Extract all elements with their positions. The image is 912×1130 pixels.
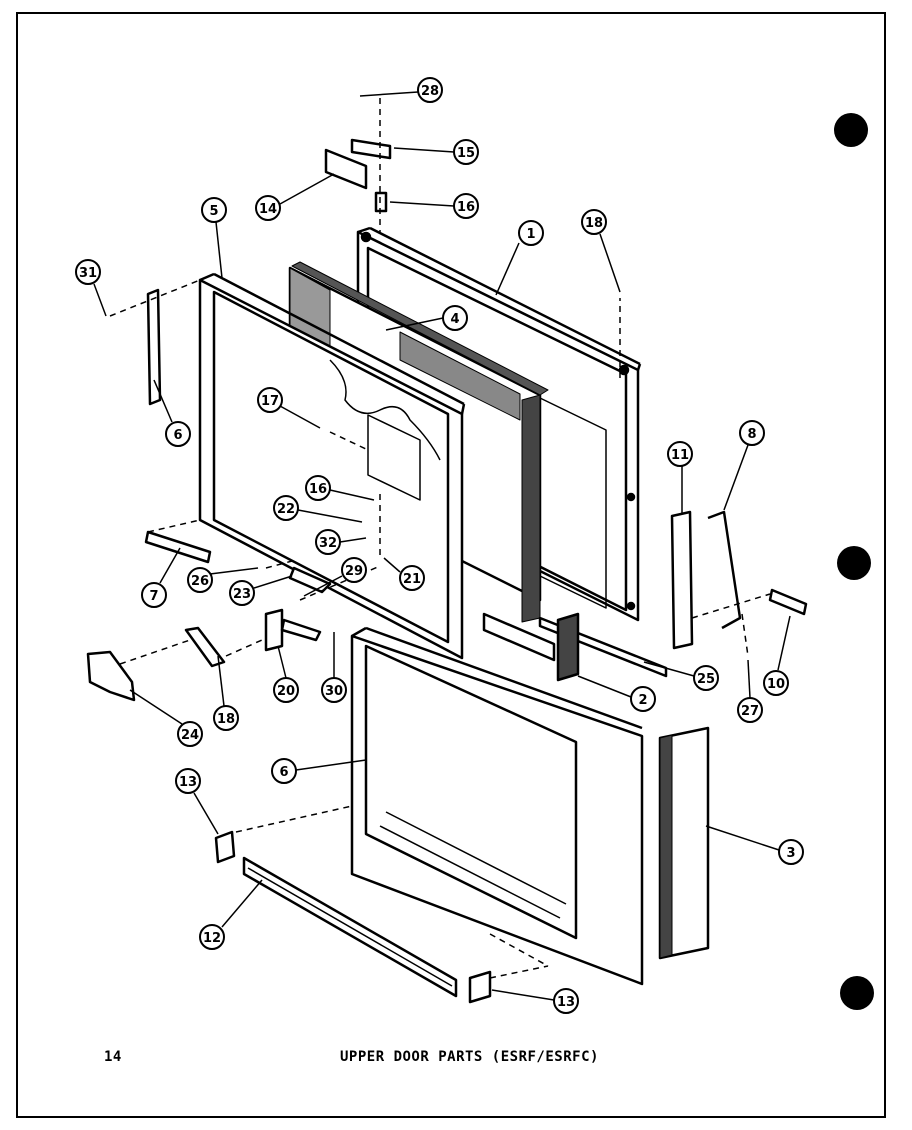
part-top-hinge <box>324 148 368 190</box>
part-top-hinge-pin <box>350 138 392 160</box>
part-top-bushing <box>374 191 388 213</box>
part-handle <box>707 510 742 630</box>
part-lower-hinge <box>264 608 284 652</box>
callout-6b: 6 <box>271 758 367 784</box>
svg-text:8: 8 <box>747 427 756 442</box>
svg-text:17: 17 <box>261 394 279 409</box>
callout-14: 14 <box>255 173 335 221</box>
svg-text:18: 18 <box>585 216 603 231</box>
svg-text:2: 2 <box>638 693 647 708</box>
part-inner-frame <box>198 272 466 660</box>
callout-24: 24 <box>129 689 203 747</box>
svg-text:20: 20 <box>277 684 295 699</box>
callout-7: 7 <box>141 547 181 608</box>
part-trim-left <box>146 288 162 406</box>
part-kick-strip <box>242 856 458 998</box>
svg-text:25: 25 <box>697 672 715 687</box>
svg-text:1: 1 <box>526 227 535 242</box>
svg-text:27: 27 <box>741 704 759 719</box>
svg-text:4: 4 <box>450 312 459 327</box>
callout-20: 20 <box>273 645 299 703</box>
svg-text:29: 29 <box>345 564 363 579</box>
svg-text:11: 11 <box>671 448 689 463</box>
part-hinge-bracket <box>670 510 694 650</box>
callout-16a: 16 <box>389 193 479 219</box>
part-brush-seal <box>556 612 580 682</box>
part-mullion <box>482 612 556 662</box>
svg-text:16: 16 <box>457 200 475 215</box>
part-clip-upper <box>214 830 236 864</box>
part-clip-lower <box>468 970 492 1004</box>
svg-text:13: 13 <box>557 995 575 1010</box>
binder-hole-top <box>834 113 868 147</box>
callout-5: 5 <box>201 197 227 279</box>
callout-25: 25 <box>643 661 719 691</box>
svg-text:22: 22 <box>277 502 295 517</box>
part-small-cover <box>768 588 808 616</box>
callout-13b: 13 <box>491 988 579 1014</box>
svg-text:31: 31 <box>79 266 97 281</box>
callout-17: 17 <box>257 387 321 429</box>
binder-hole-bottom <box>840 976 874 1010</box>
callouts: 1 2 3 4 5 6 6 7 8 10 11 12 13 13 14 15 1… <box>75 77 804 1014</box>
svg-text:10: 10 <box>767 677 785 692</box>
part-stop-bracket <box>184 626 226 668</box>
svg-text:24: 24 <box>181 728 199 743</box>
svg-text:23: 23 <box>233 587 251 602</box>
part-bracket <box>288 566 332 594</box>
binder-hole-middle <box>837 546 871 580</box>
callout-27: 27 <box>737 659 763 723</box>
callout-10: 10 <box>763 615 791 696</box>
page-number: 14 <box>104 1049 122 1065</box>
callout-15: 15 <box>393 139 479 165</box>
svg-text:14: 14 <box>259 202 277 217</box>
callout-8: 8 <box>723 420 765 511</box>
part-hinge-plate <box>86 650 136 702</box>
callout-29: 29 <box>303 557 367 597</box>
svg-text:12: 12 <box>203 931 221 946</box>
callout-6a: 6 <box>153 379 191 447</box>
callout-31: 31 <box>75 259 107 317</box>
callout-30: 30 <box>321 632 347 703</box>
callout-23: 23 <box>229 575 293 606</box>
callout-11: 11 <box>667 441 693 514</box>
svg-text:15: 15 <box>457 146 475 161</box>
svg-text:6: 6 <box>279 765 288 780</box>
callout-18a: 18 <box>581 209 621 293</box>
svg-text:30: 30 <box>325 684 343 699</box>
svg-text:7: 7 <box>149 589 158 604</box>
part-trim-bottom <box>144 530 212 564</box>
svg-text:28: 28 <box>421 84 439 99</box>
callout-32: 32 <box>315 529 367 555</box>
callout-22: 22 <box>273 495 363 523</box>
svg-text:6: 6 <box>173 428 182 443</box>
assembly-lines <box>109 98 771 979</box>
callout-13a: 13 <box>175 768 219 835</box>
svg-text:13: 13 <box>179 775 197 790</box>
page-title: UPPER DOOR PARTS (ESRF/ESRFC) <box>340 1049 599 1065</box>
svg-text:3: 3 <box>786 846 795 861</box>
callout-26: 26 <box>187 567 259 593</box>
part-door-liner <box>350 626 644 986</box>
svg-text:16: 16 <box>309 482 327 497</box>
callout-4: 4 <box>385 305 468 331</box>
svg-text:21: 21 <box>403 572 421 587</box>
callout-18b: 18 <box>213 655 239 731</box>
svg-text:26: 26 <box>191 574 209 589</box>
svg-text:18: 18 <box>217 712 235 727</box>
callout-16b: 16 <box>305 475 375 501</box>
svg-text:32: 32 <box>319 536 337 551</box>
svg-text:5: 5 <box>209 204 218 219</box>
part-hinge-arm <box>280 618 322 642</box>
callout-21: 21 <box>383 557 425 591</box>
callout-2: 2 <box>577 675 656 712</box>
callout-1: 1 <box>495 220 544 296</box>
part-side-trim <box>658 726 710 960</box>
page-border <box>16 12 886 1118</box>
callout-3: 3 <box>705 825 804 865</box>
callout-28: 28 <box>359 77 443 103</box>
callout-12: 12 <box>199 879 263 950</box>
